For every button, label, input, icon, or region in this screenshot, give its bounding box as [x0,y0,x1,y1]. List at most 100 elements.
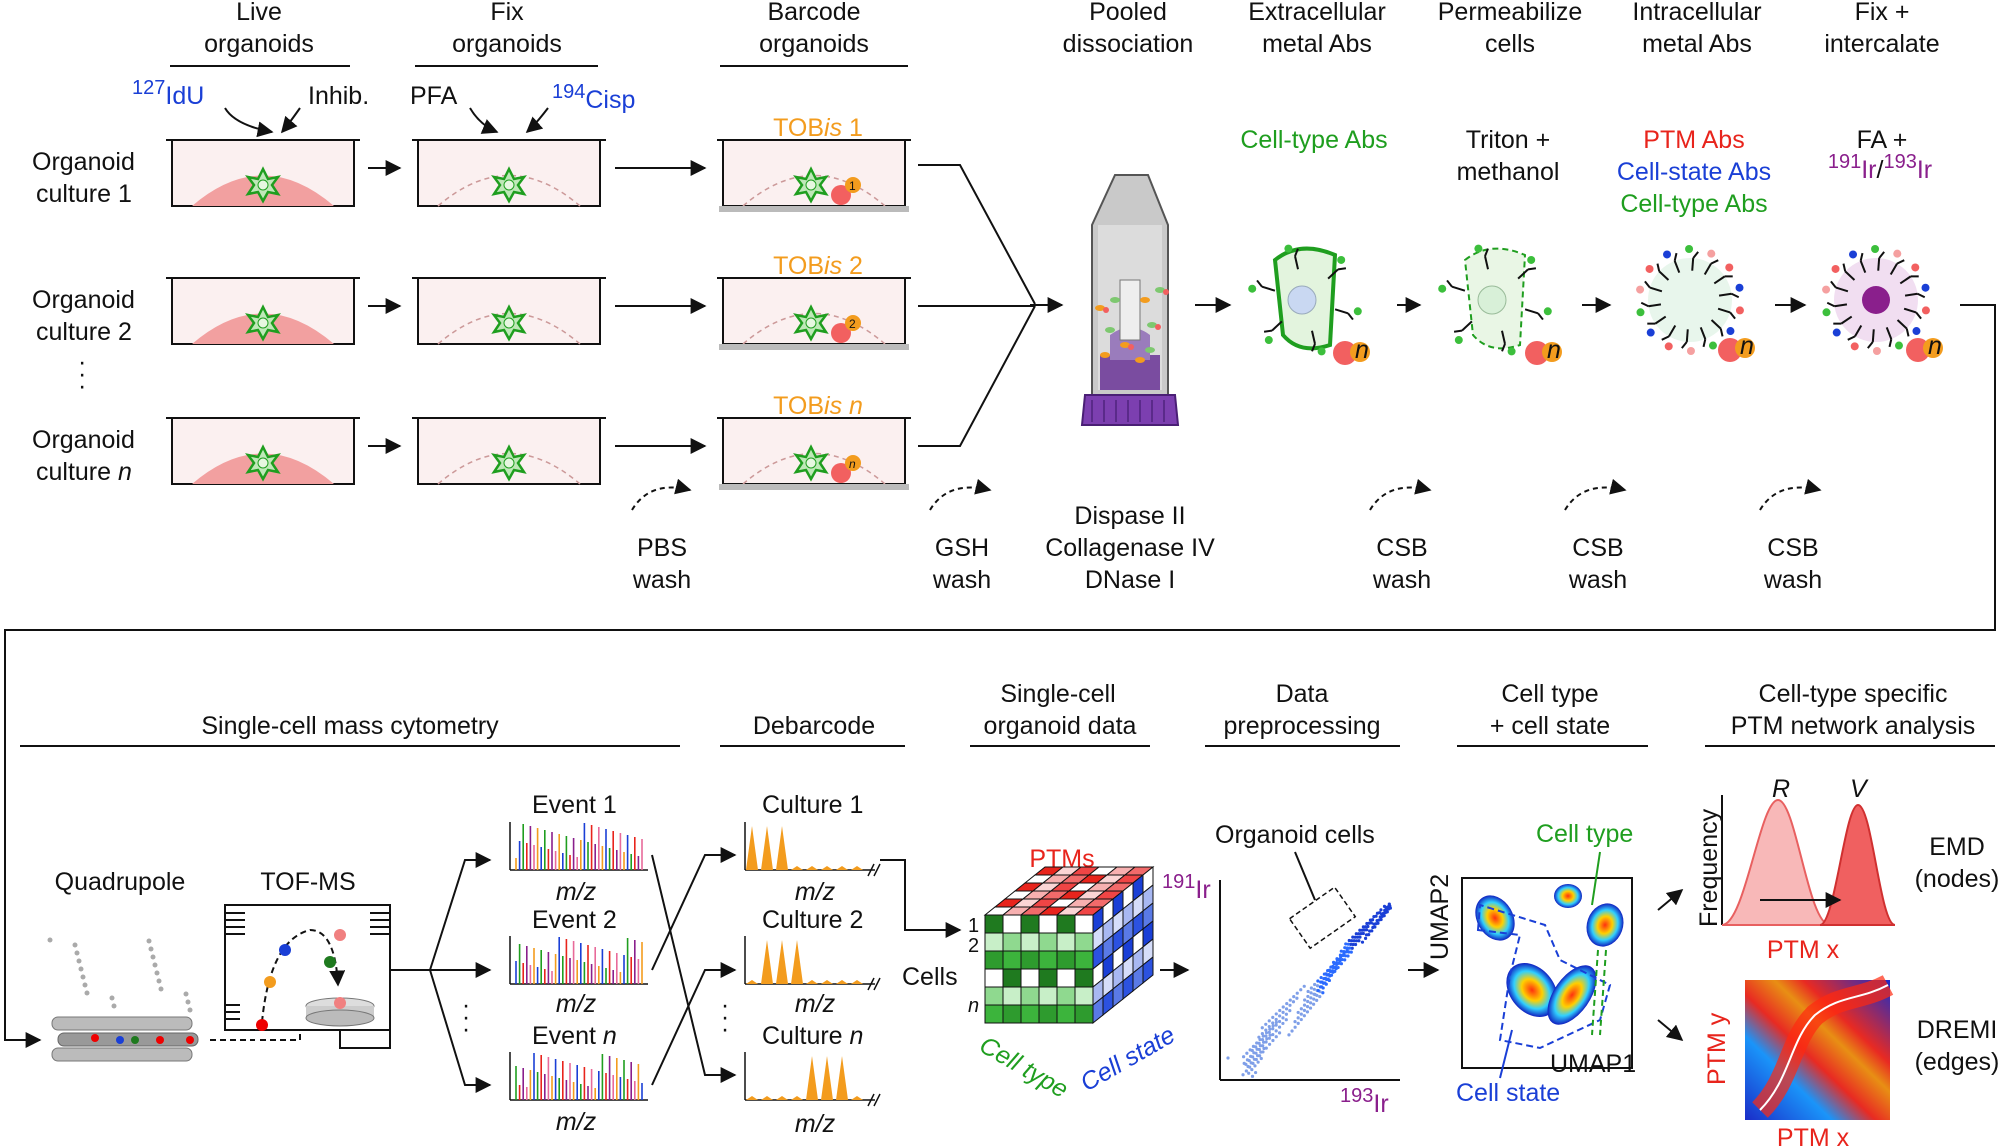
cell-intercalated: n [1822,245,1943,362]
svg-text:Event 2: Event 2 [532,906,617,934]
svg-text:Culture n: Culture n [762,1022,863,1050]
svg-text:wash: wash [632,566,691,594]
dish: n [717,417,911,490]
svg-text:Organoid: Organoid [32,426,135,454]
svg-text:Dispase II: Dispase II [1074,502,1185,530]
tobis-labels: TOBis 1 TOBis 2 TOBis n [773,114,863,420]
svg-text:PBS: PBS [637,534,687,562]
svg-text:Culture 2: Culture 2 [762,906,863,934]
svg-text:n: n [1928,332,1942,360]
reagent-labels: 127IdU Inhib. PFA 194Cisp [132,77,635,138]
svg-text:R: R [1772,775,1790,803]
svg-text:PTM x: PTM x [1777,1124,1850,1147]
svg-text:CSB: CSB [1376,534,1427,562]
svg-text:UMAP1: UMAP1 [1550,1050,1636,1078]
top-headers: Live organoids Fix organoids Barcode org… [170,0,1940,67]
svg-text:n: n [849,457,856,471]
svg-text:Culture 1: Culture 1 [762,791,863,819]
svg-text:Quadrupole: Quadrupole [55,868,186,896]
svg-text:TOBis 2: TOBis 2 [773,252,863,280]
umap-plot: UMAP2 UMAP1 Cell type Cell state [1426,820,1636,1107]
header-permeabilize: Permeabilize cells [1438,0,1583,58]
svg-text:·: · [462,1015,470,1043]
svg-text:Cell type: Cell type [1536,820,1633,848]
pfa-label: PFA [410,82,458,110]
svg-text:TOF-MS: TOF-MS [260,868,355,896]
svg-text:Cells: Cells [902,963,958,991]
svg-text:n: n [1355,336,1369,364]
svg-text:Organoid: Organoid [32,286,135,314]
dishes: 12n [166,139,911,490]
svg-text:dissociation: dissociation [1063,30,1194,58]
svg-text:PTM network analysis: PTM network analysis [1731,712,1976,740]
header-intracellular: Intracellular metal Abs [1632,0,1761,58]
to-cube-arrow [880,859,962,938]
svg-text:UMAP2: UMAP2 [1426,874,1454,960]
svg-text:Cell state: Cell state [1456,1079,1560,1107]
svg-text:Permeabilize: Permeabilize [1438,0,1583,26]
pooled-tube [1080,174,1180,426]
tof-ms: TOF-MS [224,868,391,1031]
svg-text:·: · [462,991,470,1019]
svg-text:Cell-type Abs: Cell-type Abs [1620,190,1767,218]
svg-text:+ cell state: + cell state [1490,712,1610,740]
svg-text:Single-cell: Single-cell [1000,680,1115,708]
dish [166,139,360,207]
culture-labels: Organoid culture 1 Organoid culture 2 · … [32,148,135,486]
svg-text:·: · [721,1015,729,1043]
debarcode-arrows [651,847,737,1086]
svg-text:Organoid cells: Organoid cells [1215,821,1375,849]
data-cube: PTMs Cells 1 2 n Cell type Cell state [902,845,1180,1104]
svg-text:·: · [721,1003,729,1031]
svg-text:wash: wash [1372,566,1431,594]
tof-output [339,969,430,1049]
event-arrows [429,852,492,1093]
svg-text:wash: wash [1763,566,1822,594]
svg-text:(nodes): (nodes) [1915,865,2000,893]
svg-text:Cell-type specific: Cell-type specific [1759,680,1948,708]
svg-text:191Ir/193Ir: 191Ir/193Ir [1828,151,1932,184]
svg-text:n: n [1547,336,1561,364]
svg-text:DNase I: DNase I [1085,566,1175,594]
svg-text:Organoid: Organoid [32,148,135,176]
svg-text:organoids: organoids [204,30,314,58]
header-fix-organoids: Fix organoids [415,0,598,67]
svg-text:cells: cells [1485,30,1535,58]
dish [412,417,606,485]
svg-text:n: n [1740,332,1754,360]
svg-text:·: · [78,360,86,388]
svg-text:Data: Data [1276,680,1329,708]
svg-text:GSH: GSH [935,534,989,562]
emd-histogram: Frequency R V PTM x EMD (nodes) [1695,775,1999,964]
svg-text:Pooled: Pooled [1089,0,1167,26]
svg-text:culture n: culture n [36,458,132,486]
svg-text:·: · [78,372,86,400]
svg-text:PTM y: PTM y [1703,1012,1731,1085]
svg-text:1: 1 [968,915,979,937]
svg-text:·: · [78,348,86,376]
svg-text:CSB: CSB [1767,534,1818,562]
header-fix-intercalate: Fix + intercalate [1824,0,1939,58]
header-live-organoids: Live organoids [170,0,350,67]
svg-text:m/z: m/z [556,990,597,1018]
dish: 2 [717,277,911,350]
wash-labels: PBS wash GSH wash Dispase II Collagenase… [631,478,1822,594]
svg-text:Debarcode: Debarcode [753,712,875,740]
svg-text:Frequency: Frequency [1695,808,1723,927]
header-barcode-organoids: Barcode organoids [720,0,908,67]
event-spectra: Event 1 Event 2 Event n m/z m/z m/z · · … [462,791,648,1136]
dish [412,277,606,345]
svg-text:Fix +: Fix + [1855,0,1910,26]
row-connector [4,304,1996,1048]
svg-text:Event 1: Event 1 [532,791,617,819]
svg-text:Cell-type Abs: Cell-type Abs [1240,126,1387,154]
svg-text:m/z: m/z [795,990,836,1018]
svg-text:V: V [1850,775,1869,803]
svg-text:EMD: EMD [1929,833,1985,861]
svg-text:wash: wash [932,566,991,594]
svg-text:2: 2 [849,317,856,331]
svg-text:PTM x: PTM x [1767,936,1840,964]
svg-text:metal Abs: metal Abs [1642,30,1752,58]
svg-text:2: 2 [968,935,979,957]
